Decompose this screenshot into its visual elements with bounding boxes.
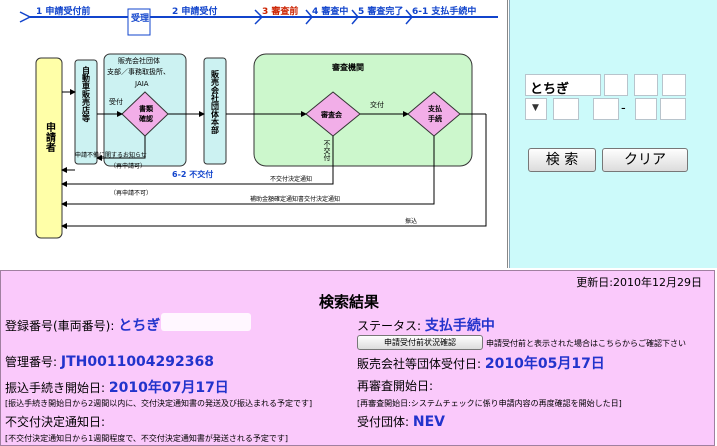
reg-number-row: 登録番号(車両番号): とちぎ [5, 315, 160, 335]
org-value: NEV [412, 414, 445, 430]
dealer-org-line3: JAIA [134, 80, 149, 88]
non-delivery-notice: 不交付決定通知 [270, 175, 312, 183]
chevron-down-icon: ▼ [532, 103, 539, 113]
payment-label1: 支払 [427, 104, 442, 113]
review-org-label: 審査機関 [331, 62, 364, 72]
nondelivery-date-row: 不交付決定通知日: [5, 413, 105, 430]
number-dash: - [621, 101, 626, 116]
mgmt-number-label: 管理番号: [5, 355, 58, 369]
receive-label-1: 受付 [109, 97, 123, 106]
kana-field[interactable] [553, 98, 579, 120]
review-org-box [253, 53, 473, 167]
status-row: ステータス: 支払手続中 [357, 315, 495, 335]
status-label: ステータス: [357, 319, 422, 333]
step-3-label: 3 審査前 [262, 5, 298, 17]
reg-number-label: 登録番号(車両番号): [5, 319, 115, 333]
results-panel: 更新日:2010年12月29日 検索結果 登録番号(車両番号): とちぎ ステー… [0, 270, 715, 446]
flow-diagram: 1 申請受付前 受理 2 申請受付 3 審査前 4 審査中 5 審査完了 6-1… [19, 5, 498, 239]
subsidy-notice: 補助金額確定通知書交付決定通知 [250, 195, 340, 203]
dealer-label: 自動車販売店等 [81, 65, 91, 123]
applicant-label: 申請者 [44, 121, 57, 153]
dealer-date-label: 販売会社等団体受付日: [357, 357, 482, 371]
flow-diagram-panel: 1 申請受付前 受理 2 申請受付 3 審査前 4 審査中 5 審査完了 6-1… [0, 0, 508, 268]
dealer-hq-label: 販売会社団体本部 [210, 69, 220, 135]
number-field-2[interactable] [635, 98, 657, 120]
search-panel: とちぎ ▼ - 検 索 クリア [509, 0, 717, 268]
dealer-date-row: 販売会社等団体受付日: 2010年05月17日 [357, 353, 605, 373]
rereview-date-row: 再審査開始日: [357, 377, 433, 394]
notice-incomplete: 申請不備に関するお知らせ [75, 151, 147, 159]
class-number-field-2[interactable] [634, 74, 658, 96]
redacted-block [161, 313, 251, 331]
dealer-org-line2: 支部／事務取扱所、 [107, 67, 170, 76]
prefecture-field[interactable]: とちぎ [525, 74, 601, 97]
reapply-ok: （再申請可） [110, 162, 146, 170]
rereview-date-label: 再審査開始日: [357, 379, 434, 393]
dealer-org-line1: 販売会社団体 [118, 56, 160, 65]
payment-label2: 手続 [428, 114, 442, 123]
accept-box [127, 8, 151, 36]
mgmt-number-row: 管理番号: JTH0011004292368 [5, 353, 214, 370]
transfer-date-label: 振込手続き開始日: [5, 381, 106, 395]
dealer-date-value: 2010年05月17日 [484, 356, 605, 372]
reg-number-value: とちぎ [118, 318, 161, 334]
org-label: 受付団体: [357, 415, 410, 429]
applicant-box [35, 57, 63, 239]
pre-check-button[interactable]: 申請受付前状況確認 [357, 335, 483, 350]
transfer-note: [振込手続き開始日から2週間以内に、交付決定通知書の発送及び振込まれる予定です] [5, 399, 313, 408]
step-62-label: 6-2 不交付 [172, 169, 213, 179]
number-field-3[interactable] [660, 98, 686, 120]
class-number-field-3[interactable] [662, 74, 686, 96]
doc-check-label1: 書類 [139, 104, 154, 113]
transfer-date-row: 振込手続き開始日: 2010年07月17日 [5, 377, 229, 397]
review-board-label: 審査会 [320, 110, 343, 119]
mgmt-number-value: JTH0011004292368 [60, 354, 214, 370]
clear-button[interactable]: クリア [602, 148, 688, 172]
nondelivery-date-label: 不交付決定通知日: [5, 415, 106, 429]
transfer-date-value: 2010年07月17日 [108, 380, 229, 396]
step-2-label: 2 申請受付 [172, 5, 217, 17]
status-value: 支払手続中 [424, 318, 495, 334]
search-button[interactable]: 検 索 [528, 148, 596, 172]
kana-select[interactable]: ▼ [525, 98, 547, 120]
org-row: 受付団体: NEV [357, 413, 445, 430]
dealer-box [74, 59, 98, 165]
reapply-ng: （再申請不可） [110, 189, 152, 197]
step-1-label: 1 申請受付前 [36, 5, 90, 17]
accept-label: 受理 [131, 12, 149, 24]
results-title: 検索結果 [319, 293, 380, 311]
nondelivery-note: [不交付決定通知日から1週間程度で、不交付決定通知書が発送される予定です] [5, 434, 289, 443]
rereview-note: [再審査開始日:システムチェックに係り申請内容の再度確認を開始した日] [357, 399, 622, 408]
step-4-label: 4 審査中 [312, 5, 348, 17]
pre-check-note: 申請受付前と表示された場合はこちらからご確認下さい [486, 339, 686, 348]
step-5-label: 5 審査完了 [358, 5, 403, 17]
doc-check-label2: 確認 [139, 114, 153, 123]
class-number-field[interactable] [604, 74, 628, 96]
delivery-label: 交付 [370, 100, 384, 109]
non-delivery-label: 不交付 [323, 140, 331, 162]
step-61-label: 6-1 支払手続中 [412, 5, 476, 17]
update-date: 更新日:2010年12月29日 [576, 276, 702, 289]
number-field-1[interactable] [593, 98, 619, 120]
transfer-label: 振込 [405, 217, 417, 225]
